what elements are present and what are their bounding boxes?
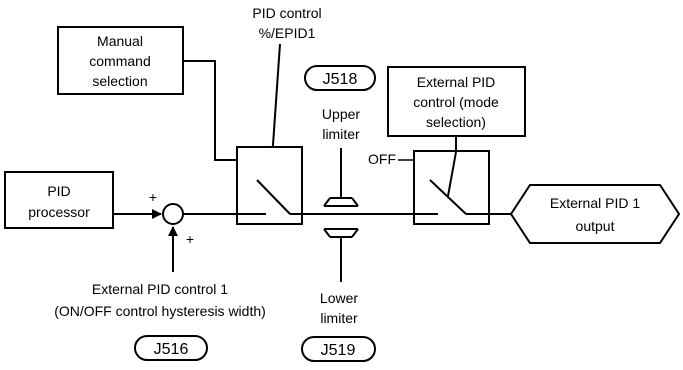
ext-output-label-1: External PID 1 [550,195,640,211]
ext-pid1-output-block: External PID 1 output [509,184,681,244]
ext-pid-switch-block [413,150,490,225]
j518-label: J518 [323,71,358,88]
pid-processor-label-1: PID [47,183,70,199]
plus-sign-top: + [149,189,157,205]
ext-mode-label-1: External PID [417,74,496,90]
manual-label-2: command [89,53,150,69]
manual-label-3: selection [92,73,147,89]
lower-limiter-label-2: limiter [320,310,358,326]
pid-processor-block: PID processor [4,171,114,229]
ext-pid-control-1-label: External PID control 1 [92,281,228,297]
upper-limiter-label-2: limiter [322,126,360,142]
pid-processor-label-2: processor [28,204,90,220]
pid-control-label: PID control [252,5,321,21]
ext-mode-label-2: control (mode [413,94,499,110]
lower-limiter-label-1: Lower [320,290,358,306]
ext-pid-control-1-sublabel: (ON/OFF control hysteresis width) [54,303,266,319]
j516-tag: J516 [134,335,208,361]
pid-control-code: %/EPID1 [259,25,316,41]
j519-tag: J519 [301,336,376,362]
off-label: OFF [368,151,396,167]
ext-output-label-2: output [576,218,615,234]
lower-limiter-symbol [323,228,359,282]
summing-junction [162,203,184,225]
pid-switch-block [236,146,303,225]
j519-label: J519 [321,342,356,359]
j516-label: J516 [154,341,189,358]
manual-command-selection-block: Manual command selection [57,26,184,95]
upper-limiter-symbol [323,148,359,207]
j518-tag: J518 [304,65,376,91]
ext-pid-mode-selection-block: External PID control (mode selection) [387,66,526,137]
plus-sign-bottom: + [186,231,194,247]
manual-label-1: Manual [97,33,143,49]
ext-mode-label-3: selection) [426,114,486,130]
upper-limiter-label-1: Upper [322,106,360,122]
